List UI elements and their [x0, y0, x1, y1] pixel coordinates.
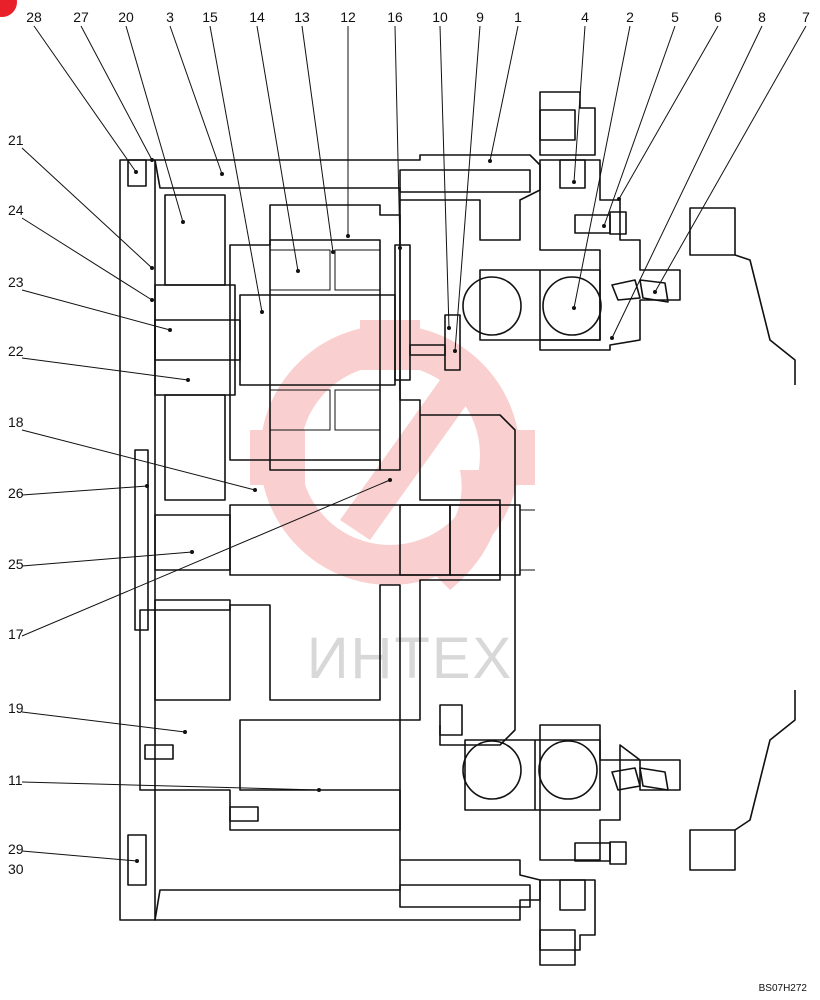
- callout-30: 30: [8, 861, 24, 877]
- top-callouts: 28 27 20 3 15 14 13 12 16 10 9 1 4 2 5 6…: [26, 9, 810, 25]
- callout-2: 2: [626, 9, 634, 25]
- callout-7: 7: [802, 9, 810, 25]
- callout-25: 25: [8, 556, 24, 572]
- watermark-logo: [250, 320, 535, 590]
- callout-10: 10: [432, 9, 448, 25]
- callout-16: 16: [387, 9, 403, 25]
- callout-5: 5: [671, 9, 679, 25]
- left-callouts: 21 24 23 22 18 26 25 17 19 11 29 30: [8, 132, 24, 877]
- callout-18: 18: [8, 414, 24, 430]
- callout-1: 1: [514, 9, 522, 25]
- callout-11: 11: [8, 772, 23, 788]
- callout-29: 29: [8, 841, 24, 857]
- callout-22: 22: [8, 343, 24, 359]
- callout-20: 20: [118, 9, 134, 25]
- callout-24: 24: [8, 202, 24, 218]
- callout-3: 3: [166, 9, 174, 25]
- callout-21: 21: [8, 132, 24, 148]
- callout-9: 9: [476, 9, 484, 25]
- callout-15: 15: [202, 9, 218, 25]
- callout-23: 23: [8, 274, 24, 290]
- callout-26: 26: [8, 485, 24, 501]
- callout-17: 17: [8, 626, 24, 642]
- callout-4: 4: [581, 9, 589, 25]
- callout-28: 28: [26, 9, 42, 25]
- leader-lines: [21, 25, 807, 863]
- callout-14: 14: [249, 9, 265, 25]
- drawing-code: BS07H272: [759, 983, 808, 994]
- callout-13: 13: [294, 9, 310, 25]
- callout-19: 19: [8, 700, 24, 716]
- callout-8: 8: [758, 9, 766, 25]
- callout-6: 6: [714, 9, 722, 25]
- callout-27: 27: [73, 9, 89, 25]
- callout-12: 12: [340, 9, 356, 25]
- watermark-text: ИНТЕХ: [307, 626, 513, 691]
- housing-drawing: [119, 91, 796, 966]
- corner-marker: [0, 0, 17, 17]
